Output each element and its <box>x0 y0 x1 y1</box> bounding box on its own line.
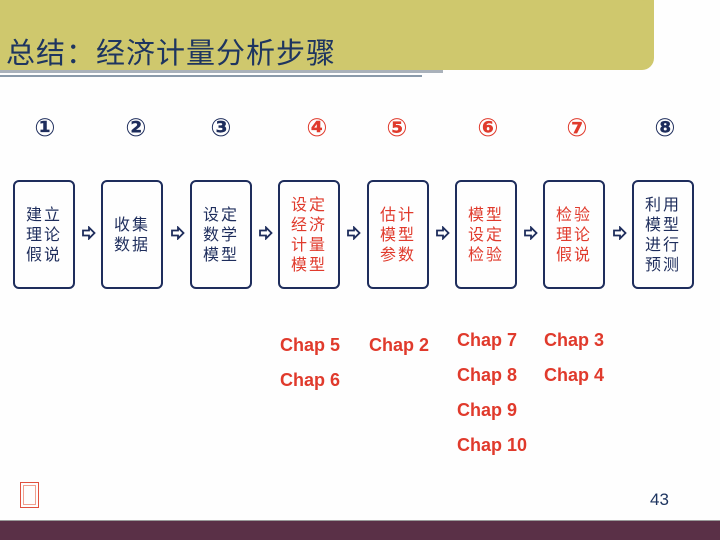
chapter-ref: Chap 8 <box>457 365 518 385</box>
step-label: 设定数学模型 <box>202 204 239 264</box>
step-label: 设定经济计量模型 <box>290 194 327 274</box>
chapter-ref: Chap 3 <box>544 330 605 350</box>
step-label: 建立理论假说 <box>25 204 62 264</box>
footer-divider <box>0 520 720 521</box>
right-arrow-icon <box>436 226 450 240</box>
step-box-6: 模型设定检验 <box>455 180 517 289</box>
step-label: 模型设定检验 <box>467 204 504 264</box>
chapter-ref: Chap 2 <box>369 335 430 355</box>
step-number-1: ① <box>34 113 56 142</box>
right-arrow-icon <box>171 226 185 240</box>
slide-title: 总结：经济计量分析步骤 <box>6 36 337 70</box>
chapter-ref: Chap 10 <box>457 435 528 455</box>
step-number-2: ② <box>125 113 147 142</box>
step-box-3: 设定数学模型 <box>190 180 252 289</box>
chapter-ref: Chap 9 <box>457 400 518 420</box>
step-box-8: 利用模型进行预测 <box>632 180 694 289</box>
step-box-5: 估计模型参数 <box>367 180 429 289</box>
seal-stamp-icon <box>20 482 39 508</box>
right-arrow-icon <box>82 226 96 240</box>
step-number-4: ④ <box>306 113 328 142</box>
step-number-3: ③ <box>210 113 232 142</box>
step-number-7: ⑦ <box>566 113 588 142</box>
step-label: 利用模型进行预测 <box>644 194 681 274</box>
step-label: 收集数据 <box>113 214 150 254</box>
step-box-4: 设定经济计量模型 <box>278 180 340 289</box>
step-box-2: 收集数据 <box>101 180 163 289</box>
step-number-5: ⑤ <box>386 113 408 142</box>
page-number: 43 <box>650 490 669 509</box>
title-underline <box>0 70 443 73</box>
right-arrow-icon <box>524 226 538 240</box>
step-label: 检验理论假说 <box>555 204 592 264</box>
step-number-6: ⑥ <box>477 113 499 142</box>
step-box-1: 建立理论假说 <box>13 180 75 289</box>
chapter-ref: Chap 6 <box>280 370 341 390</box>
step-label: 估计模型参数 <box>379 204 416 264</box>
chapter-ref: Chap 7 <box>457 330 518 350</box>
right-arrow-icon <box>347 226 361 240</box>
footer-bar <box>0 521 720 540</box>
chapter-ref: Chap 5 <box>280 335 341 355</box>
chapter-ref: Chap 4 <box>544 365 605 385</box>
title-underline-secondary <box>0 75 422 77</box>
right-arrow-icon <box>259 226 273 240</box>
step-box-7: 检验理论假说 <box>543 180 605 289</box>
right-arrow-icon <box>613 226 627 240</box>
step-number-8: ⑧ <box>654 113 676 142</box>
title-bar <box>0 0 654 70</box>
